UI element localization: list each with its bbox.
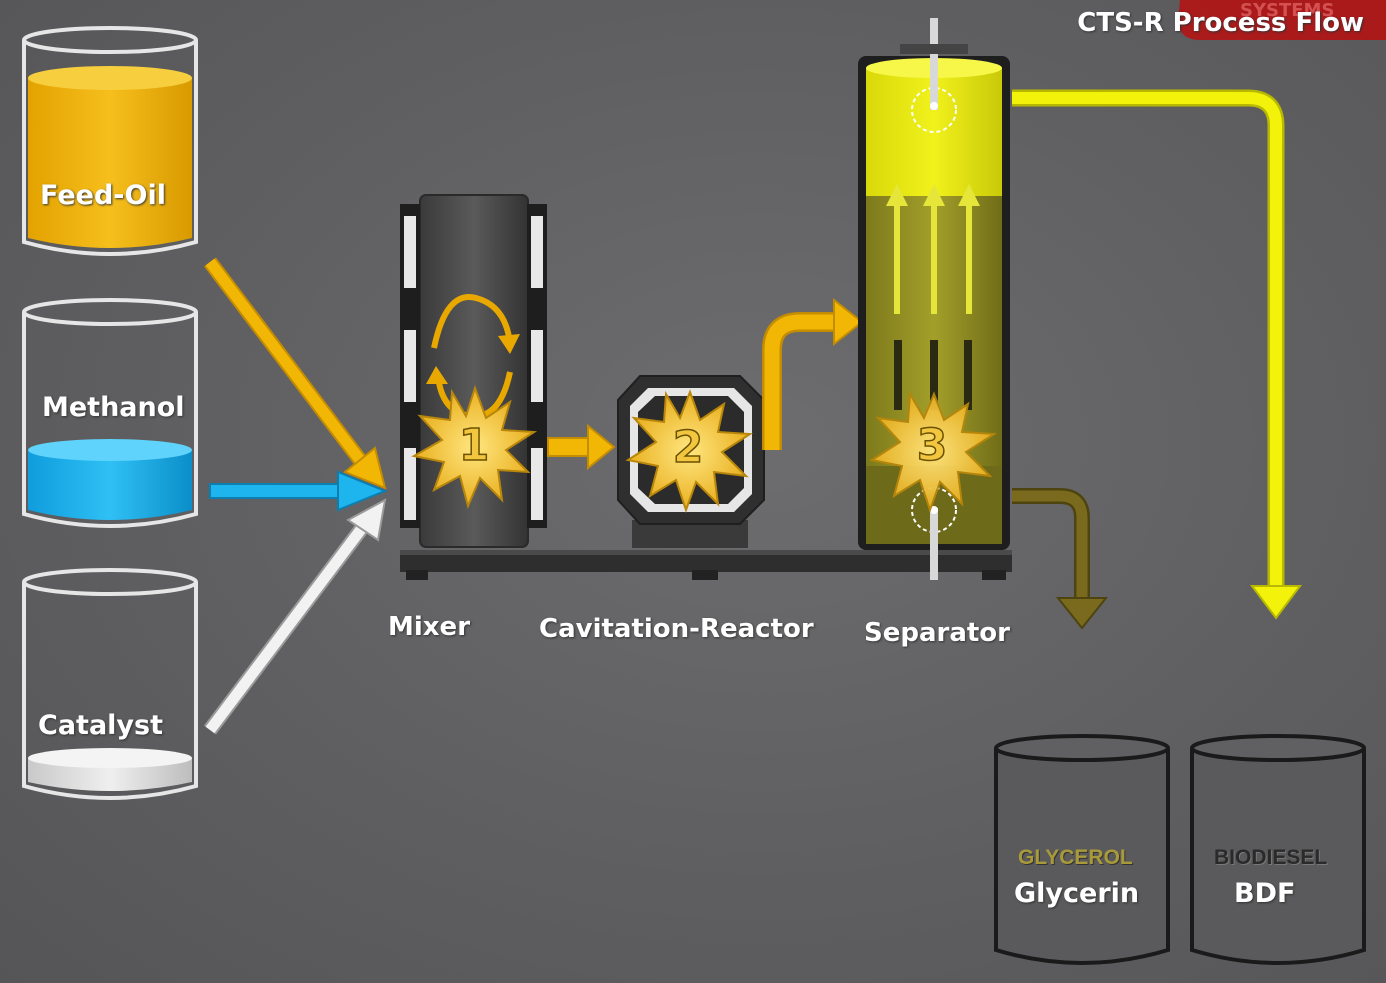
page-title: CTS-R Process Flow: [1077, 8, 1364, 38]
separator-label: Separator: [864, 618, 1010, 648]
catalyst-tank: [22, 568, 198, 800]
glycerol-drum-tag: GLYCEROL: [1018, 846, 1133, 869]
biodiesel-flow-arrow: [1012, 89, 1302, 620]
feed-oil-arrow: [204, 257, 387, 490]
bdf-label: BDF: [1234, 878, 1296, 909]
step-2-number: 2: [673, 422, 704, 473]
mixer-to-reactor-arrow: [547, 423, 616, 471]
equipment-base: [400, 550, 1012, 580]
mixer-label: Mixer: [388, 612, 471, 642]
methanol-label: Methanol: [42, 392, 185, 423]
glycerin-label: Glycerin: [1014, 878, 1140, 909]
step-1-burst-icon: [411, 384, 538, 510]
glycerol-flow-arrow: [1012, 488, 1109, 630]
step-3-number: 3: [917, 420, 948, 471]
biodiesel-drum: [1190, 734, 1366, 965]
feed-oil-tank: [22, 26, 198, 256]
logo-text: SYSTEMS: [1240, 0, 1334, 21]
catalyst-label: Catalyst: [38, 710, 163, 741]
glycerol-drum: [994, 734, 1170, 965]
company-logo: SYSTEMS: [1178, 0, 1386, 40]
rotation-arrow-icon: [431, 294, 513, 349]
top-impeller-icon: [900, 18, 968, 133]
methanol-arrow: [209, 470, 388, 512]
feed-oil-label: Feed-Oil: [40, 180, 166, 211]
reactor-label: Cavitation-Reactor: [539, 614, 814, 644]
reactor-to-separator-arrow: [762, 297, 864, 450]
rising-flow-arrows-icon: [886, 184, 980, 314]
biodiesel-drum-tag: BIODIESEL: [1214, 846, 1328, 869]
methanol-tank: [22, 298, 198, 528]
bottom-impeller-icon: [911, 487, 957, 580]
step-1-number: 1: [459, 420, 490, 471]
step-3-burst-icon: [869, 390, 998, 514]
catalyst-arrow: [204, 498, 387, 735]
step-2-burst-icon: [625, 389, 754, 514]
